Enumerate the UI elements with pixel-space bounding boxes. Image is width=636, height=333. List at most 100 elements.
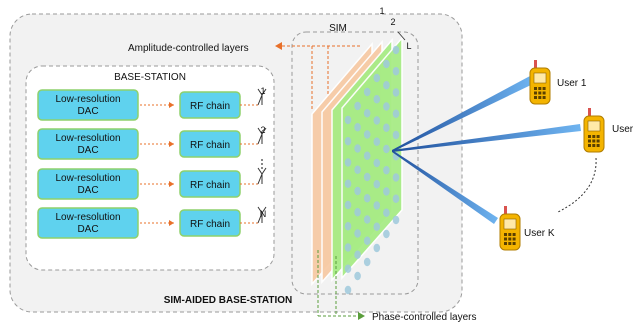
meta-atom bbox=[373, 137, 381, 146]
meta-atom bbox=[373, 158, 381, 168]
dac-label-line1: Low-resolution bbox=[55, 212, 120, 223]
dac-label-line2: DAC bbox=[77, 145, 98, 156]
user-1-label: User 1 bbox=[557, 78, 587, 89]
dac-box-2 bbox=[37, 128, 139, 160]
dac-label-line2: DAC bbox=[77, 185, 98, 196]
meta-atom bbox=[344, 137, 352, 146]
layer-label-2: 2 bbox=[390, 17, 395, 27]
meta-atom bbox=[392, 45, 400, 55]
user-1-phone-icon bbox=[529, 60, 551, 105]
meta-atom bbox=[344, 285, 352, 295]
sim-layers bbox=[311, 35, 403, 295]
meta-atom bbox=[363, 172, 371, 182]
meta-atom bbox=[392, 67, 400, 76]
meta-atom bbox=[344, 222, 352, 231]
meta-atom bbox=[383, 123, 390, 132]
meta-atom bbox=[363, 194, 371, 203]
meta-atom bbox=[354, 144, 361, 153]
base-station-label: BASE-STATION bbox=[114, 72, 186, 83]
layer-label-l: L bbox=[406, 41, 411, 51]
user-ellipsis-curve bbox=[557, 157, 597, 213]
sim-aided-base-station-label: SIM-AIDED BASE-STATION bbox=[164, 295, 293, 306]
antenna-icon bbox=[257, 127, 267, 145]
antenna-icon bbox=[257, 167, 267, 185]
meta-atom bbox=[373, 116, 381, 125]
meta-atom bbox=[383, 166, 390, 175]
meta-atom bbox=[373, 180, 381, 189]
dac-label-line2: DAC bbox=[77, 224, 98, 235]
meta-atom bbox=[354, 101, 361, 111]
dac-box-4 bbox=[37, 207, 139, 239]
meta-atom bbox=[354, 229, 361, 238]
beams bbox=[392, 76, 581, 224]
meta-atom bbox=[373, 95, 381, 104]
dac-box-1 bbox=[37, 89, 139, 121]
antenna-label-1: 1 bbox=[260, 86, 265, 96]
meta-atom bbox=[383, 81, 390, 90]
meta-atom bbox=[392, 88, 400, 97]
meta-atom bbox=[354, 186, 361, 196]
meta-atom bbox=[392, 130, 400, 140]
user-2-label: User bbox=[612, 124, 634, 135]
user-k-phone-icon bbox=[499, 206, 521, 251]
users-group bbox=[499, 60, 605, 251]
rf-chain-label: RF chain bbox=[190, 140, 230, 151]
sim-container bbox=[291, 31, 419, 295]
meta-atom bbox=[383, 187, 390, 196]
layer-label-1: 1 bbox=[379, 6, 384, 16]
antenna-label-2: 2 bbox=[260, 125, 265, 135]
meta-atom bbox=[383, 208, 390, 217]
meta-atom bbox=[383, 144, 390, 154]
antenna-ellipsis bbox=[261, 159, 263, 169]
meta-atom bbox=[344, 264, 352, 273]
meta-atom bbox=[344, 200, 352, 210]
meta-atom bbox=[392, 173, 400, 182]
antenna-label-n: N bbox=[260, 209, 267, 219]
meta-atom bbox=[344, 158, 352, 167]
dac-box-3 bbox=[37, 168, 139, 200]
sim-layer-l bbox=[341, 35, 403, 295]
meta-atom bbox=[392, 194, 400, 203]
meta-atom bbox=[373, 222, 381, 231]
user-2-phone-icon bbox=[583, 108, 605, 153]
rf-chain-label: RF chain bbox=[190, 180, 230, 191]
meta-atom bbox=[363, 257, 371, 267]
antenna-icon bbox=[257, 206, 267, 224]
meta-atom bbox=[373, 243, 381, 253]
beam-user-k bbox=[392, 150, 498, 224]
meta-atom bbox=[354, 250, 361, 259]
meta-atom bbox=[354, 165, 361, 174]
phase-controlled-label: Phase-controlled layers bbox=[372, 312, 477, 323]
rf-chain-label: RF chain bbox=[190, 101, 230, 112]
amplitude-controlled-label: Amplitude-controlled layers bbox=[128, 43, 249, 54]
meta-atom bbox=[373, 201, 381, 210]
meta-atom bbox=[383, 102, 390, 111]
dac-label-line1: Low-resolution bbox=[55, 133, 120, 144]
meta-atom bbox=[354, 123, 361, 132]
user-k-label: User K bbox=[524, 228, 555, 239]
meta-atom bbox=[363, 87, 371, 97]
meta-atom bbox=[373, 73, 381, 83]
meta-atom bbox=[363, 215, 371, 224]
meta-atom bbox=[383, 229, 390, 239]
dac-label-line2: DAC bbox=[77, 106, 98, 117]
meta-atom bbox=[354, 208, 361, 217]
meta-atom bbox=[344, 115, 352, 125]
dac-label-line1: Low-resolution bbox=[55, 94, 120, 105]
meta-atom bbox=[354, 271, 361, 281]
meta-atom bbox=[383, 59, 390, 69]
beam-user-1 bbox=[392, 76, 533, 152]
meta-atom bbox=[344, 243, 352, 252]
meta-atom bbox=[344, 179, 352, 188]
meta-atom bbox=[363, 130, 371, 139]
meta-atom bbox=[363, 109, 371, 118]
meta-atom bbox=[363, 151, 371, 160]
meta-atom bbox=[392, 215, 400, 225]
antenna-icon bbox=[257, 88, 267, 106]
